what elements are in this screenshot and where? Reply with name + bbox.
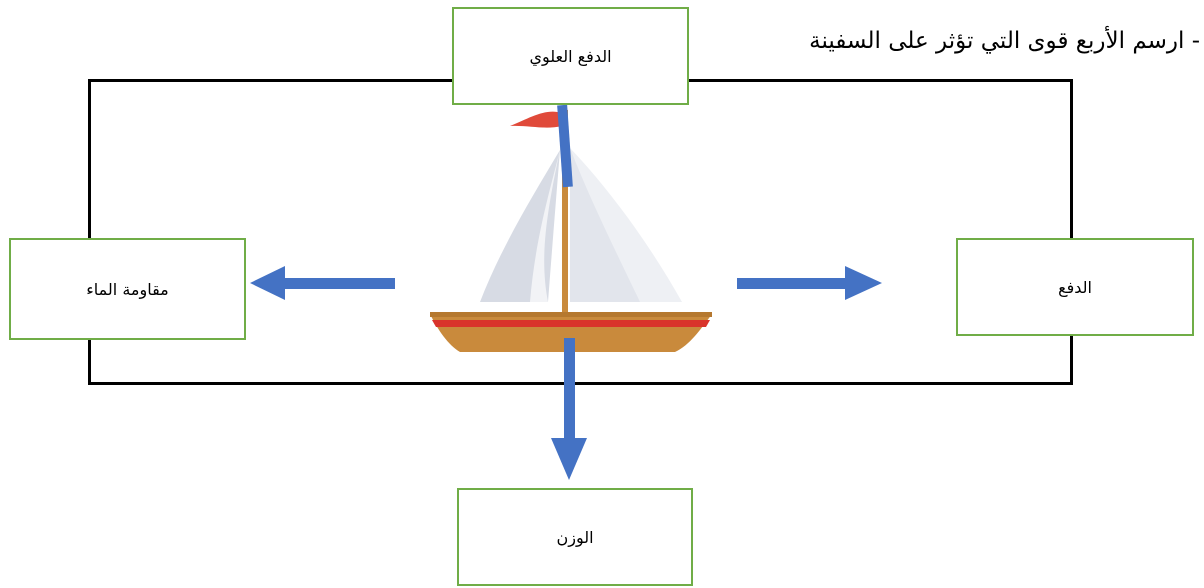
thrust-label-box: الدفع: [956, 238, 1194, 336]
mast: [562, 110, 568, 322]
hull-stripe: [432, 320, 710, 327]
arrow-up-shaft: [557, 104, 573, 188]
arrow-right-icon: [737, 266, 882, 300]
question-text: - ارسم الأربع قوى التي تؤثر على السفينة: [809, 28, 1200, 54]
lift-label-box: الدفع العلوي: [452, 7, 689, 105]
lift-label: الدفع العلوي: [529, 46, 612, 66]
thrust-label: الدفع: [1058, 277, 1092, 297]
drag-label-box: مقاومة الماء: [9, 238, 246, 340]
arrow-left-icon: [250, 266, 395, 300]
arrow-down-icon: [551, 338, 587, 480]
weight-label-box: الوزن: [457, 488, 693, 586]
left-sail: [480, 150, 560, 302]
right-sail-shade: [570, 148, 640, 302]
flag-shape: [510, 111, 562, 128]
hull-top: [430, 312, 712, 317]
weight-label: الوزن: [556, 527, 594, 547]
left-sail-inner: [530, 150, 560, 302]
sailboat-illustration: [430, 110, 712, 352]
drag-label: مقاومة الماء: [86, 279, 169, 299]
